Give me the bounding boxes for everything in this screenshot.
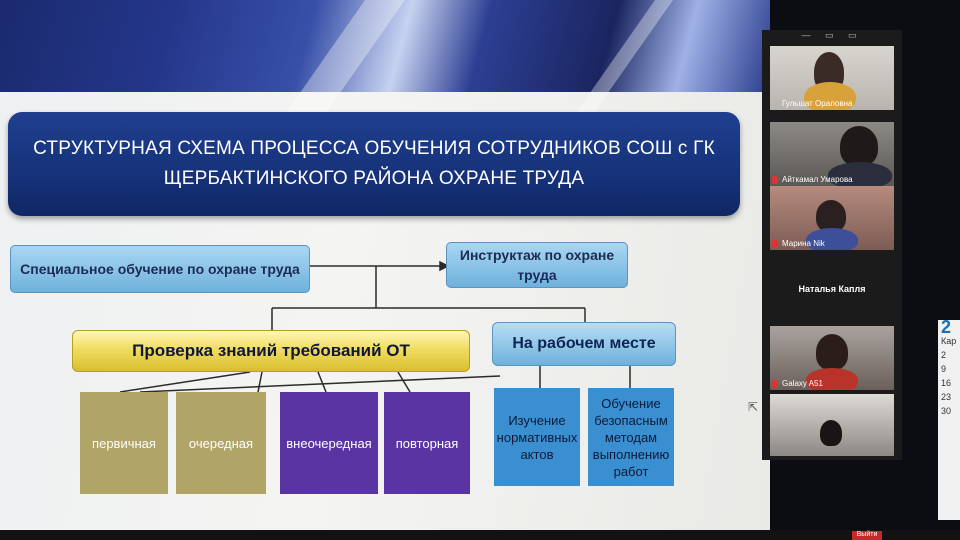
calendar-date: 23 <box>941 392 952 402</box>
participant-body <box>806 228 858 250</box>
participant-body <box>828 162 892 186</box>
participant-name: Айткамал Умарова <box>782 175 853 184</box>
leaf-safe-methods: Обучение безопасным методам выполнению р… <box>588 388 674 486</box>
leaf-repeated: повторная <box>384 392 470 494</box>
knowledge-check-box: Проверка знаний требований ОТ <box>72 330 470 372</box>
participant-body <box>804 82 856 110</box>
slide-title: СТРУКТУРНАЯ СХЕМА ПРОЦЕССА ОБУЧЕНИЯ СОТР… <box>8 112 740 216</box>
participant-name: Гульшат Ораловна <box>782 99 853 108</box>
special-training-box: Специальное обучение по охране труда <box>10 245 310 293</box>
desktop-calendar: 2 Кар 2 9 16 23 30 <box>938 317 960 520</box>
participant-avatar <box>816 200 846 232</box>
leaf-regular: очередная <box>176 392 266 494</box>
calendar-date: 9 <box>941 364 947 374</box>
calendar-day: 2 <box>941 317 952 337</box>
participant-tile-1[interactable]: Гульшат Ораловна <box>770 46 894 110</box>
leaf-primary: первичная <box>80 392 168 494</box>
participants-panel: — ▭ ▭ Гульшат Ораловна Айткамал Умарова … <box>762 30 902 460</box>
leaf-study-acts: Изучение нормативных актов <box>494 388 580 486</box>
mic-muted-icon <box>772 380 778 388</box>
workplace-box: На рабочем месте <box>492 322 676 366</box>
participant-name: Наталья Капля <box>798 284 866 294</box>
participant-tile-2[interactable]: Айткамал Умарова <box>770 122 894 186</box>
mouse-cursor-icon: ⇱ <box>748 400 759 414</box>
slide-title-line2: ЩЕРБАКТИНСКОГО РАЙОНА ОХРАНЕ ТРУДА <box>163 168 585 189</box>
calendar-month: Кар <box>941 336 957 346</box>
mic-muted-icon <box>772 240 778 248</box>
mic-muted-icon <box>772 176 778 184</box>
participant-name: Марина Nik <box>782 239 825 248</box>
exit-button[interactable]: Выйти <box>852 531 882 540</box>
participant-avatar <box>820 420 842 446</box>
participant-tile-5[interactable]: Galaxy A51 <box>770 326 894 390</box>
participant-name: Galaxy A51 <box>782 379 823 388</box>
briefing-box: Инструктаж по охране труда <box>446 242 628 288</box>
participant-body <box>806 368 858 390</box>
meeting-toolbar <box>0 530 960 540</box>
participant-tile-3[interactable]: Марина Nik <box>770 186 894 250</box>
participant-avatar <box>840 126 878 166</box>
slide-header-decoration <box>0 0 770 120</box>
panel-controls[interactable]: — ▭ ▭ <box>801 30 863 40</box>
calendar-date: 16 <box>941 378 952 388</box>
participant-avatar <box>816 334 848 370</box>
presentation-slide: СТРУКТУРНАЯ СХЕМА ПРОЦЕССА ОБУЧЕНИЯ СОТР… <box>0 0 770 540</box>
calendar-date: 30 <box>941 406 952 416</box>
calendar-date: 2 <box>941 350 947 360</box>
participant-tile-4[interactable]: Наталья Капля <box>770 276 894 306</box>
leaf-unscheduled: внеочередная <box>280 392 378 494</box>
slide-title-line1: СТРУКТУРНАЯ СХЕМА ПРОЦЕССА ОБУЧЕНИЯ СОТР… <box>33 138 715 159</box>
participant-tile-6[interactable] <box>770 394 894 456</box>
diagram-connectors <box>119 260 631 393</box>
